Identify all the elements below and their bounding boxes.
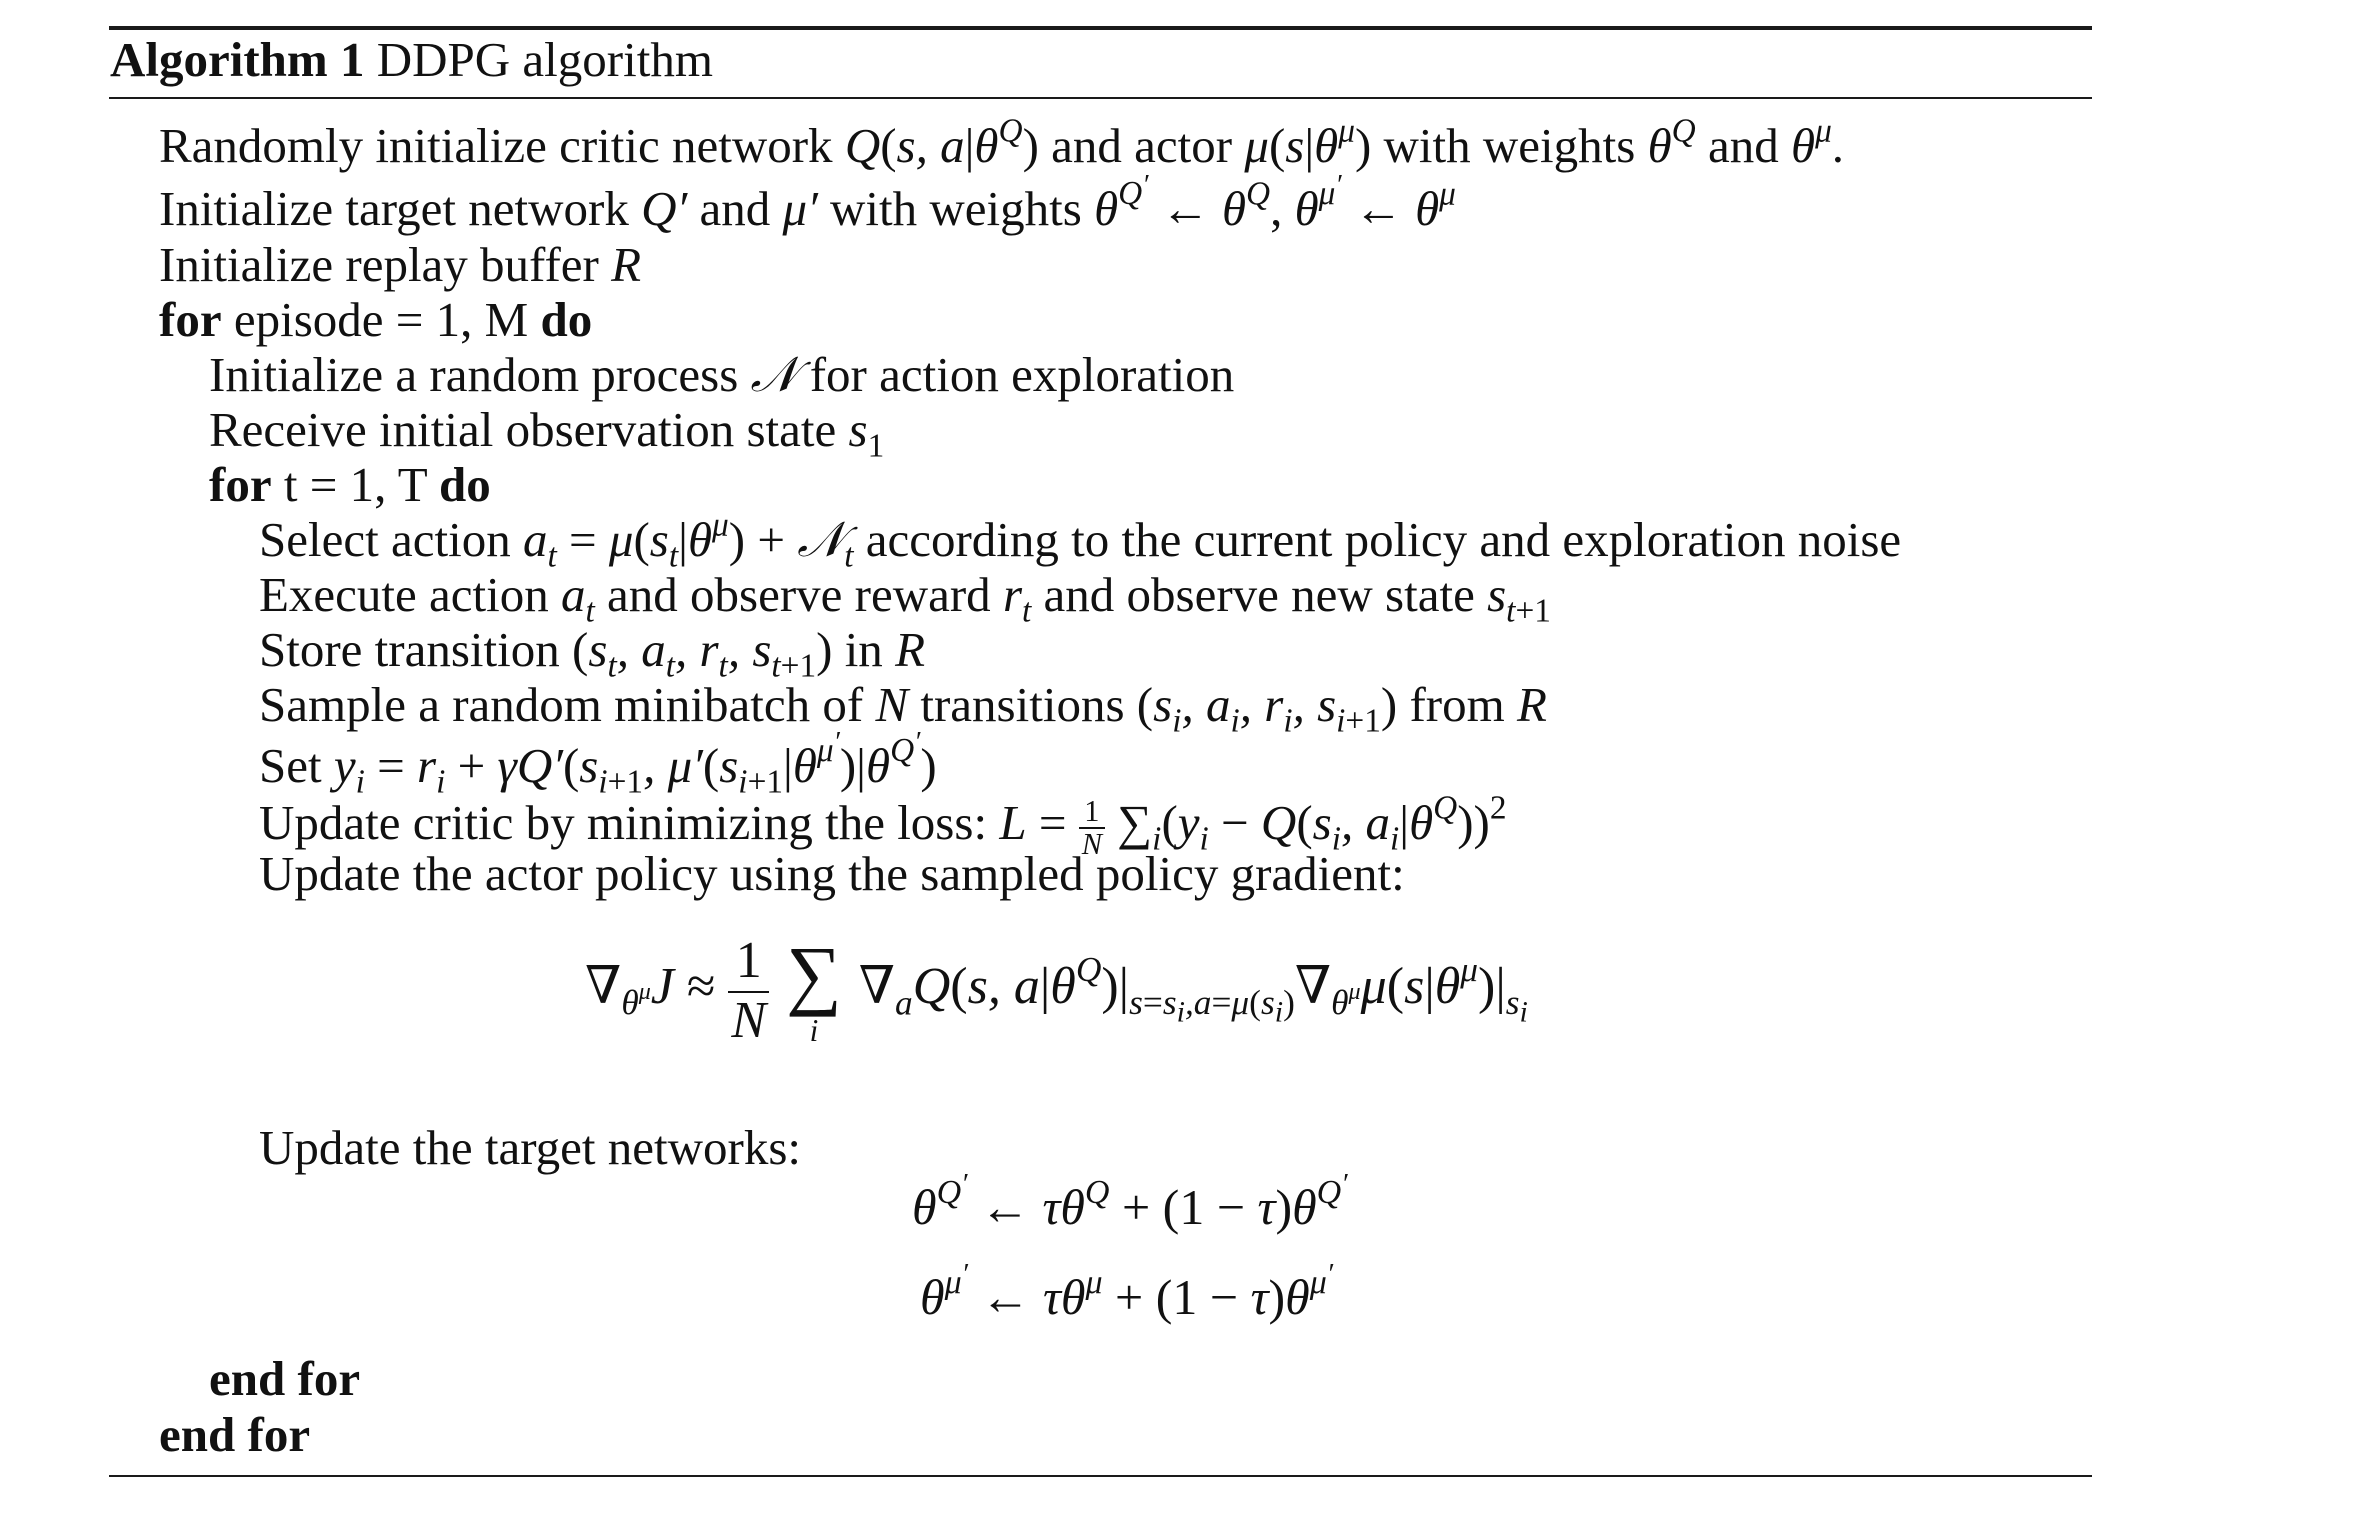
line-store-transition: Store transition (st, at, rt, st+1) in R xyxy=(259,622,925,685)
target-update-critic-equation: θQ′ ← τθQ + (1 − τ)θQ′ xyxy=(912,1167,1348,1235)
line-select-action: Select action at = μ(st|θμ) + 𝒩t accordi… xyxy=(259,506,1902,575)
line-execute-action: Execute action at and observe reward rt … xyxy=(259,567,1551,630)
sum-over-i: ∑i xyxy=(786,930,842,1049)
bottom-rule xyxy=(109,1475,2092,1477)
algorithm-caption: Algorithm 1 DDPG algorithm xyxy=(110,24,713,96)
algorithm-title: DDPG algorithm xyxy=(376,32,713,87)
line-update-critic: Update critic by minimizing the loss: L … xyxy=(259,789,1507,861)
math-critic: Q xyxy=(844,118,881,173)
top-rule xyxy=(109,26,2092,30)
line-for-t: for t = 1, T do xyxy=(209,457,491,512)
algorithm-label: Algorithm 1 xyxy=(110,32,365,87)
line-init-networks: Randomly initialize critic network Q(s, … xyxy=(159,112,1845,173)
target-update-actor-equation: θμ′ ← τθμ + (1 − τ)θμ′ xyxy=(920,1257,1334,1325)
line-init-target: Initialize target network Q′ and μ′ with… xyxy=(159,170,1456,236)
line-set-target: Set yi = ri + γQ′(si+1, μ′(si+1|θμ′)|θQ′… xyxy=(259,727,937,801)
line-update-target: Update the target networks: xyxy=(259,1120,802,1175)
line-end-for-inner: end for xyxy=(209,1351,361,1406)
line-end-for-outer: end for xyxy=(159,1407,311,1462)
line-random-process: Initialize a random process 𝒩 for action… xyxy=(209,347,1235,402)
line-for-episode: for episode = 1, M do xyxy=(159,292,593,347)
caption-rule xyxy=(109,97,2092,99)
math-actor: μ xyxy=(1244,118,1269,173)
line-init-buffer: Initialize replay buffer R xyxy=(159,237,642,292)
line-update-actor: Update the actor policy using the sample… xyxy=(259,846,1405,901)
line-initial-state: Receive initial observation state s1 xyxy=(209,402,885,465)
line-sample-minibatch: Sample a random minibatch of N transitio… xyxy=(259,677,1547,740)
